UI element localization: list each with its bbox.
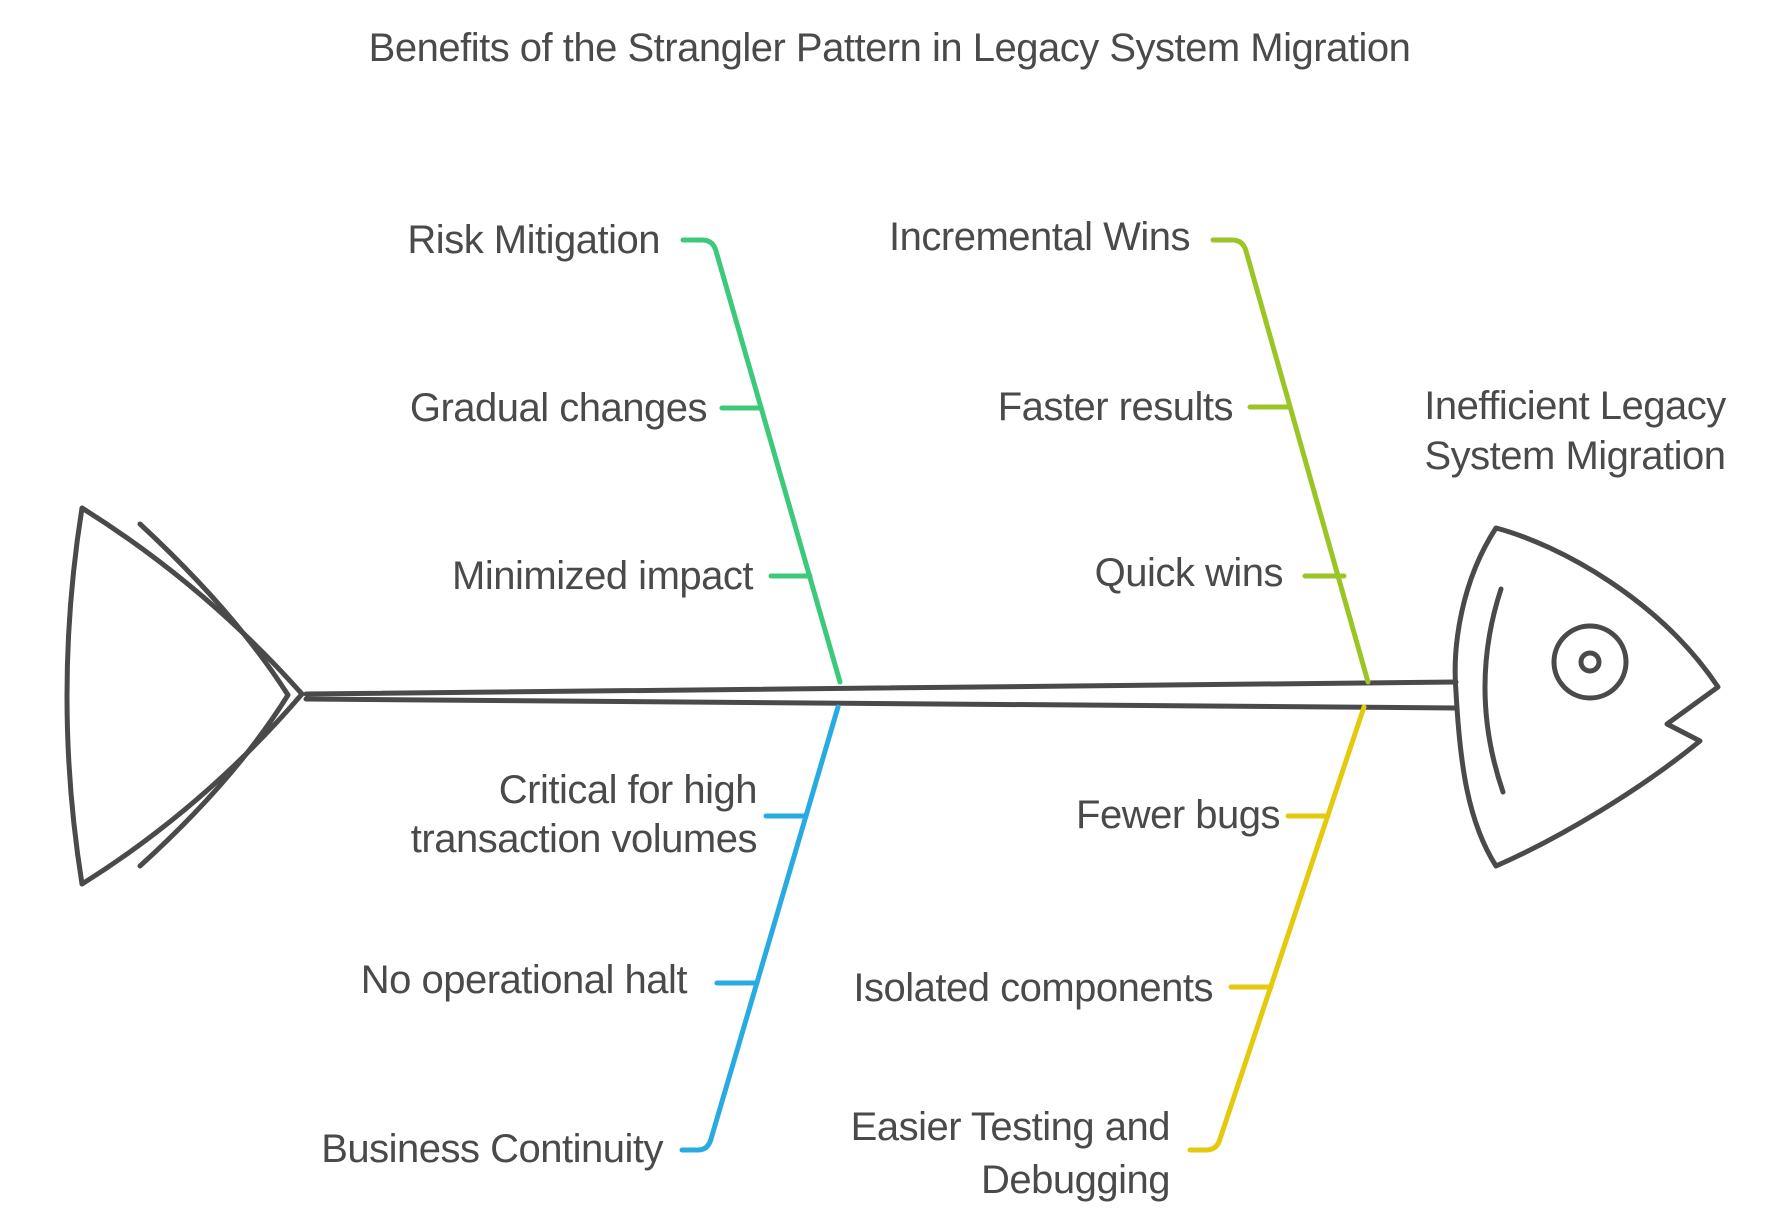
fish-head-icon [1452, 525, 1721, 869]
branch-line [1210, 237, 1371, 685]
head-gill-arc [1482, 586, 1506, 795]
cause-label-faster-results: Faster results [997, 385, 1234, 429]
effect-label: Inefficient Legacy System Migration [1424, 384, 1726, 478]
cause-label-fewer-bugs: Fewer bugs [1076, 793, 1280, 837]
fish-eye-icon [1551, 623, 1629, 701]
branch-business-continuity [679, 704, 841, 1153]
cause-label-no-operational-halt: No operational halt [360, 958, 688, 1002]
branch-risk-mitigation [680, 237, 843, 685]
cause-label-gradual-changes: Gradual changes [409, 386, 708, 430]
cause-label-isolated-components: Isolated components [853, 966, 1213, 1010]
branch-incremental-wins [1210, 237, 1371, 685]
head-outline [1452, 525, 1721, 869]
branch-label-risk-mitigation: Risk Mitigation [407, 218, 660, 262]
branch-label-easier-testing: Easier Testing and Debugging [850, 1105, 1171, 1202]
branch-line [679, 704, 841, 1153]
cause-label-minimized-impact: Minimized impact [452, 554, 753, 598]
branch-label-incremental-wins: Incremental Wins [889, 215, 1190, 259]
fish-spine-top [303, 679, 1459, 697]
branch-line [1187, 704, 1367, 1153]
branch-line [680, 237, 843, 685]
branch-easier-testing [1187, 704, 1367, 1153]
fish-tail-icon [64, 505, 305, 887]
fish-eye-pupil [1578, 650, 1602, 674]
fish-spine-bottom [303, 696, 1459, 711]
tail-outline [64, 505, 305, 887]
tail-inner-line [137, 521, 291, 869]
branch-label-business-continuity: Business Continuity [321, 1127, 663, 1171]
fish-skeleton [64, 505, 1721, 887]
diagram-title: Benefits of the Strangler Pattern in Leg… [368, 26, 1411, 70]
cause-label-critical-volumes: Critical for high transaction volumes [410, 768, 758, 861]
cause-label-quick-wins: Quick wins [1094, 551, 1284, 595]
